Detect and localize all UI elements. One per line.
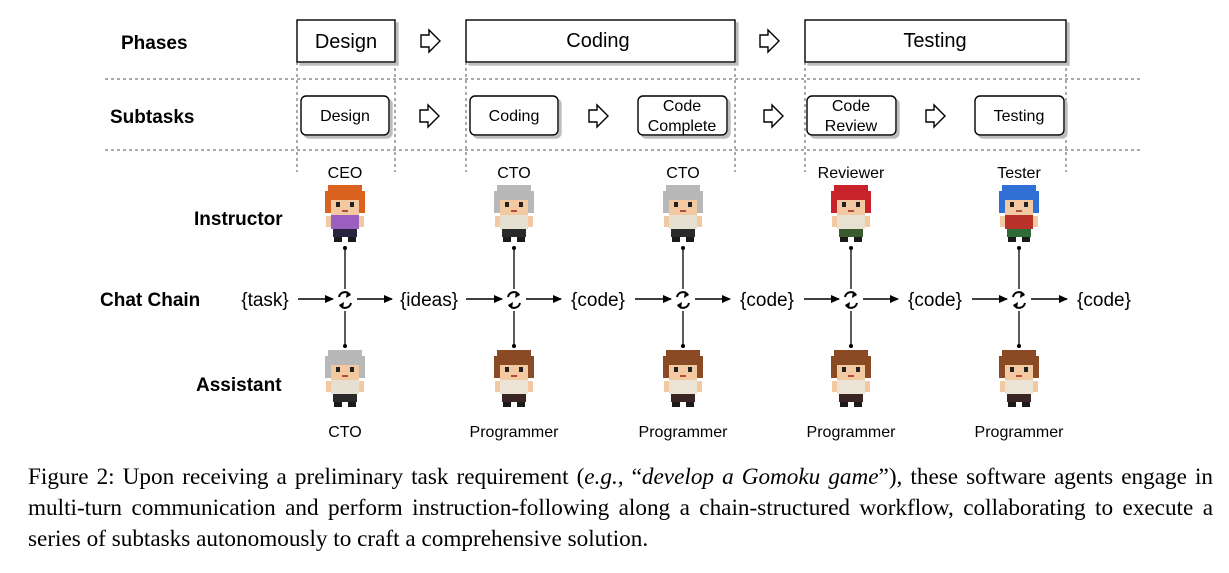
chain-token-code: {code} xyxy=(908,290,962,311)
connector-dots xyxy=(343,246,1021,348)
instructor-ceo-avatar xyxy=(325,185,365,242)
instructor-avatars xyxy=(325,185,1039,242)
chain-token-task: {task} xyxy=(241,290,289,311)
phase-label: Testing xyxy=(903,30,966,52)
instructor-role-label: Reviewer xyxy=(818,165,885,182)
instructor-role-label: Tester xyxy=(997,165,1041,182)
chain-token-code: {code} xyxy=(1077,290,1131,311)
chain-token-ideas: {ideas} xyxy=(400,290,458,311)
caption-prefix: Figure 2: Upon receiving a preliminary t… xyxy=(28,464,585,490)
assistant-programmer-avatar xyxy=(494,350,534,407)
chat-nodes xyxy=(338,291,1026,309)
chain-token-code: {code} xyxy=(740,290,794,311)
figure-caption: Figure 2: Upon receiving a preliminary t… xyxy=(28,462,1213,555)
assistant-programmer-avatar xyxy=(831,350,871,407)
subtask-code-review: Code Review xyxy=(806,95,897,136)
caption-eg: e.g., xyxy=(584,464,624,490)
flow-arrow-icon xyxy=(925,103,946,129)
chat-cycle-icon xyxy=(338,291,352,309)
phase-coding: Coding xyxy=(465,19,736,63)
chatdev-diagram: Phases Subtasks Instructor Chat Chain As… xyxy=(100,19,1140,441)
instructor-row-label: Instructor xyxy=(194,209,283,230)
subtask-label-line1: Code xyxy=(832,98,870,115)
chat-cycle-icon xyxy=(507,291,521,309)
phases-row-label: Phases xyxy=(121,33,188,54)
phase-design: Design xyxy=(296,19,396,63)
flow-arrow-icon xyxy=(419,103,440,129)
assistant-role-label: Programmer xyxy=(807,424,897,441)
subtask-label: Design xyxy=(320,108,370,125)
chat-cycle-icon xyxy=(844,291,858,309)
phase-testing: Testing xyxy=(804,19,1067,63)
assistant-role-label: Programmer xyxy=(639,424,729,441)
phase-guide-lines xyxy=(296,62,1067,172)
subtask-design: Design xyxy=(300,95,390,136)
flow-arrow-icon xyxy=(420,28,441,54)
instructor-role-label: CTO xyxy=(666,165,699,182)
subtask-label: Coding xyxy=(489,108,540,125)
agent-connectors xyxy=(344,246,1020,346)
subtask-label-line2: Review xyxy=(825,118,878,135)
subtasks-row-label: Subtasks xyxy=(110,107,194,128)
flow-arrow-icon xyxy=(759,28,780,54)
subtask-code-complete: Code Complete xyxy=(637,95,728,136)
subtask-label-line2: Complete xyxy=(648,118,717,135)
assistant-role-label: CTO xyxy=(328,424,361,441)
assistant-role-label: Programmer xyxy=(470,424,560,441)
instructor-role-label: CTO xyxy=(497,165,530,182)
chat-cycle-icon xyxy=(676,291,690,309)
subtask-flow-arrows xyxy=(419,103,946,129)
instructor-role-label: CEO xyxy=(328,165,363,182)
caption-rest: ”), these software agents engage in mult… xyxy=(28,464,1213,552)
assistant-avatars xyxy=(325,350,1039,407)
assistant-cto-avatar xyxy=(325,350,365,407)
phase-label: Coding xyxy=(566,30,629,52)
instructor-cto-avatar xyxy=(494,185,534,242)
subtask-label-line1: Code xyxy=(663,98,701,115)
chain-token-code: {code} xyxy=(571,290,625,311)
subtask-testing: Testing xyxy=(974,95,1065,136)
flow-arrow-icon xyxy=(763,103,784,129)
chat-cycle-icon xyxy=(1012,291,1026,309)
instructor-cto-avatar xyxy=(663,185,703,242)
instructor-tester-avatar xyxy=(999,185,1039,242)
assistant-role-label: Programmer xyxy=(975,424,1065,441)
caption-example: develop a Gomoku game xyxy=(641,464,879,490)
assistant-programmer-avatar xyxy=(663,350,703,407)
instructor-reviewer-avatar xyxy=(831,185,871,242)
subtask-label: Testing xyxy=(994,108,1045,125)
chat-chain-row-label: Chat Chain xyxy=(100,290,200,311)
phase-flow-arrows xyxy=(420,28,780,54)
subtask-coding: Coding xyxy=(469,95,559,136)
assistant-programmer-avatar xyxy=(999,350,1039,407)
phase-label: Design xyxy=(315,31,377,53)
caption-open-quote: “ xyxy=(623,464,642,490)
flow-arrow-icon xyxy=(588,103,609,129)
assistant-row-label: Assistant xyxy=(196,375,282,396)
